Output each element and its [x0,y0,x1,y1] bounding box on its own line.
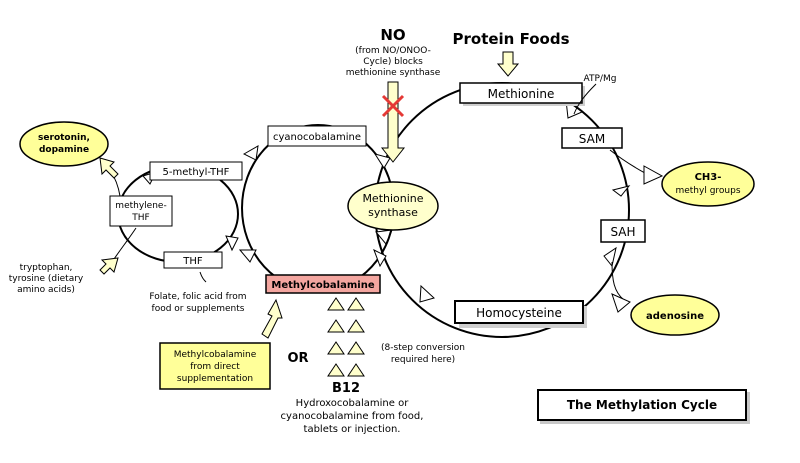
adenosine-arrowhead [611,293,631,313]
cycle-flow-arrow [373,153,391,169]
five-methyl-thf-box [149,161,243,181]
methionine-synthase-label-2: synthase [368,206,418,219]
methylene-thf-label-2: THF [131,213,149,223]
no-note-1: (from NO/ONOO- [355,46,431,56]
sam-box [561,127,623,149]
tryptophan-label-2: tyrosine (dietary [9,274,84,284]
serotonin-arrow [99,157,119,179]
sah-label: SAH [610,225,635,239]
direct-supplement-label-3: supplementation [177,374,253,384]
tryptophan-arrow [99,257,119,275]
folate-label-1: Folate, folic acid from [149,292,246,302]
serotonin-node [19,121,109,167]
adenosine-node [630,294,720,336]
or-label: OR [287,351,308,366]
hydroxo-label-1: Hydroxocobalamine or [296,398,410,409]
step-triangle [347,341,365,355]
homocysteine-label: Homocysteine [476,306,562,320]
b12-conversion-steps [327,297,365,377]
tryptophan-label-3: amino acids) [17,285,75,295]
cycle-flow-arrow [603,246,617,268]
thf-label: THF [182,256,203,267]
no-note-2: Cycle) blocks [363,57,423,67]
methylene-thf-box [109,195,173,227]
serotonin-label-2: dopamine [39,145,89,155]
cycle-flow-arrow [242,145,259,161]
hydroxo-label-2: cyanocobalamine from food, [281,411,424,422]
conversion-label-1: (8-step conversion [381,343,465,353]
step-triangle [327,341,345,355]
direct-supplement-box [159,342,271,390]
atp-mg-label: ATP/Mg [584,74,617,84]
no-note-3: methionine synthase [346,68,441,78]
cyanocobalamine-label: cyanocobalamine [273,132,361,143]
step-triangle [327,297,345,311]
step-triangle [347,319,365,333]
methionine-synthase-node [347,181,439,231]
no-block-arrow [380,81,406,163]
sah-box [600,219,646,243]
homocysteine-box [454,300,584,324]
ch3-label-1: CH3- [695,172,722,183]
methionine-label: Methionine [488,87,555,101]
adenosine-label: adenosine [646,311,704,322]
ch3-label-2: methyl groups [675,186,740,196]
methylene-thf-label-1: methylene- [115,201,166,211]
step-triangle [327,363,345,377]
cyanocobalamine-box [267,125,367,147]
atp-arc [573,83,597,115]
cycle-flow-arrow [238,249,257,263]
cycle-flow-arrow [225,235,239,252]
methylcobalamine-box [265,274,381,294]
cycle-flow-arrow [373,248,387,268]
methylcobalamine-label: Methylcobalamine [271,280,374,291]
thf-box [163,251,223,269]
step-triangle [347,363,365,377]
methionine-box [459,82,583,104]
tryptophan-label-1: tryptophan, [20,263,73,273]
methionine-synthase-label-1: Methionine [362,192,423,205]
cycle-title: The Methylation Cycle [566,398,718,412]
protein-foods-arrow [496,51,520,77]
folate-label-2: food or supplements [152,304,245,314]
protein-foods-label: Protein Foods [453,30,570,48]
direct-supplement-label-2: from direct [190,362,240,372]
direct-supplement-arrow [261,298,283,339]
serotonin-label-1: serotonin, [38,133,90,143]
cycle-title-box: The Methylation Cycle [537,389,747,421]
cycle-flow-arrow [611,185,631,197]
direct-supplement-label-1: Methylcobalamine [174,350,257,360]
step-triangle [327,319,345,333]
no-label: NO [380,26,405,44]
five-methyl-thf-label: 5-methyl-THF [163,167,230,178]
block-x-icon [381,94,405,118]
ch3-arrowhead [643,165,664,185]
folate-arc [199,271,207,283]
step-triangle [347,297,365,311]
ch3-node [661,161,755,207]
sam-label: SAM [579,132,605,146]
hydroxo-label-3: tablets or injection. [304,424,401,435]
cycle-flow-arrow [419,284,435,303]
conversion-label-2: required here) [391,355,455,365]
b12-label: B12 [332,381,360,396]
